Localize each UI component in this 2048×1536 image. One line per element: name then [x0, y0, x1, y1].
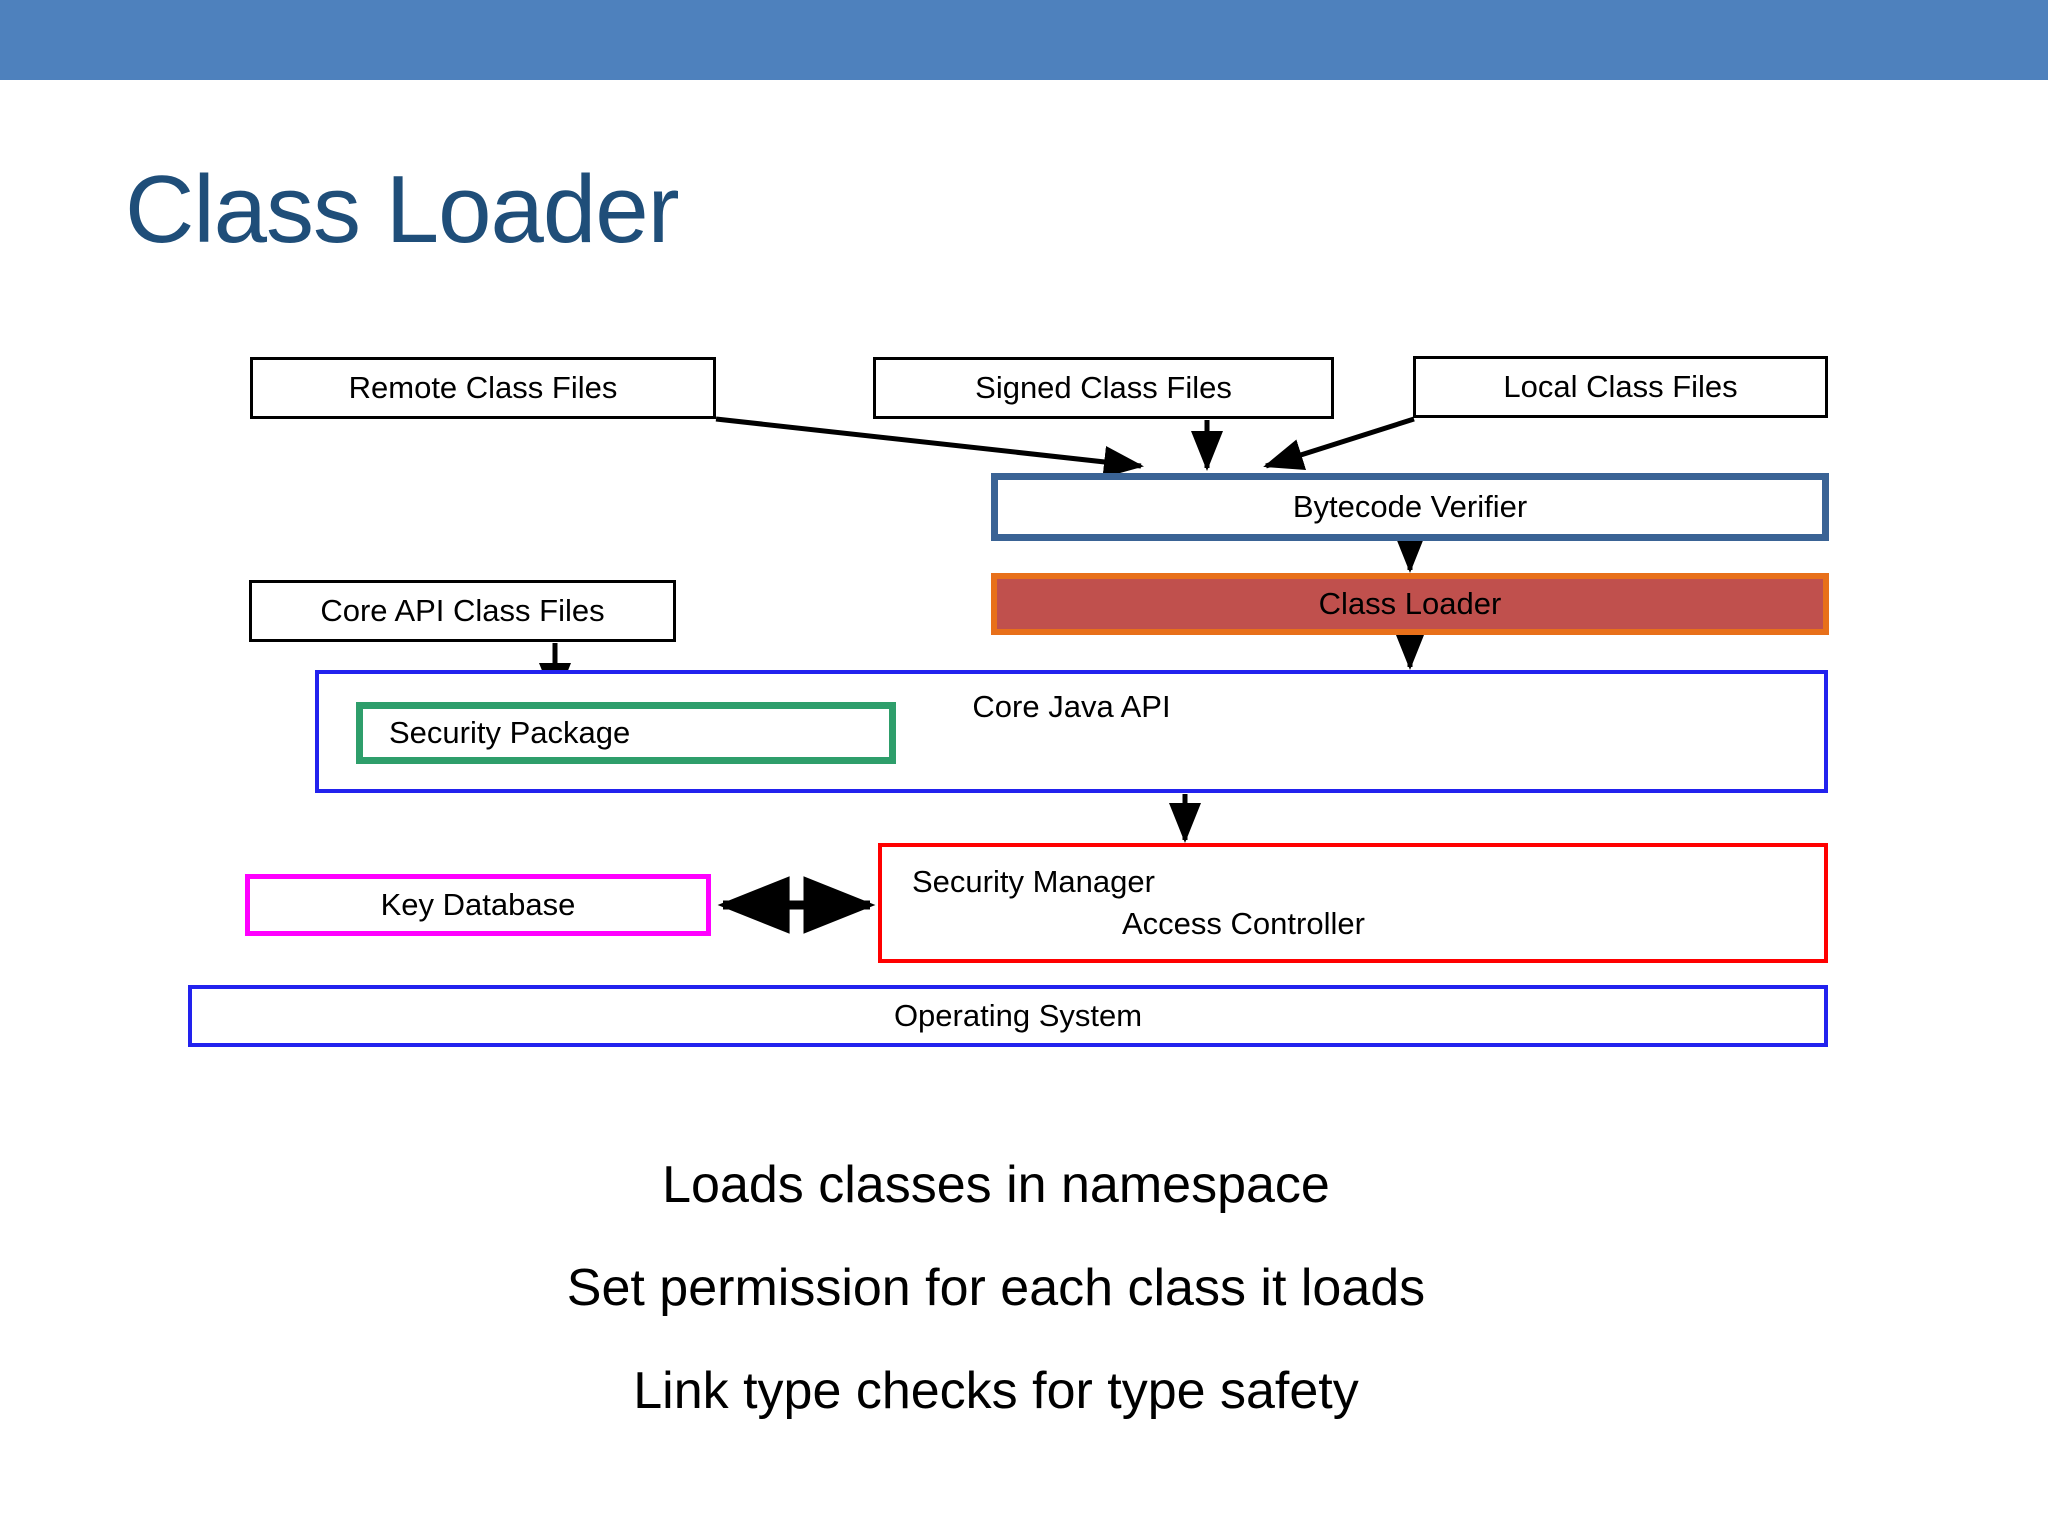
node-remote-class-files[interactable]: Remote Class Files: [250, 357, 716, 419]
node-label-primary: Security Manager: [912, 864, 1155, 899]
node-label: Bytecode Verifier: [1292, 489, 1528, 524]
node-label: Core Java API: [972, 689, 1171, 724]
node-operating-system[interactable]: Operating System: [188, 985, 1828, 1047]
slide-top-banner: [0, 0, 2048, 80]
connector-local-to-verifier: [1263, 416, 1415, 471]
node-local-class-files[interactable]: Local Class Files: [1413, 356, 1828, 418]
node-label: Operating System: [893, 998, 1143, 1033]
node-key-database[interactable]: Key Database: [245, 874, 711, 936]
page-title: Class Loader: [125, 156, 680, 263]
node-security-manager[interactable]: Security Manager Access Controller: [878, 843, 1828, 963]
node-label: Class Loader: [1318, 586, 1502, 621]
node-label: Security Package: [389, 715, 631, 750]
node-core-api-class-files[interactable]: Core API Class Files: [249, 580, 676, 642]
node-label: Key Database: [380, 887, 576, 922]
bullet-line-1: Loads classes in namespace: [662, 1156, 1330, 1214]
node-security-package[interactable]: Security Package: [356, 702, 896, 764]
node-label-secondary: Access Controller: [1122, 906, 1365, 941]
node-label: Core API Class Files: [320, 593, 605, 628]
node-signed-class-files[interactable]: Signed Class Files: [873, 357, 1334, 419]
node-label: Remote Class Files: [348, 370, 618, 405]
node-label: Local Class Files: [1503, 369, 1738, 404]
node-bytecode-verifier[interactable]: Bytecode Verifier: [991, 473, 1829, 541]
bullet-line-3: Link type checks for type safety: [633, 1362, 1359, 1420]
connector-remote-to-verifier: [715, 416, 1144, 478]
node-label: Signed Class Files: [975, 370, 1232, 405]
bullet-line-2: Set permission for each class it loads: [566, 1259, 1426, 1317]
node-class-loader[interactable]: Class Loader: [991, 573, 1829, 635]
